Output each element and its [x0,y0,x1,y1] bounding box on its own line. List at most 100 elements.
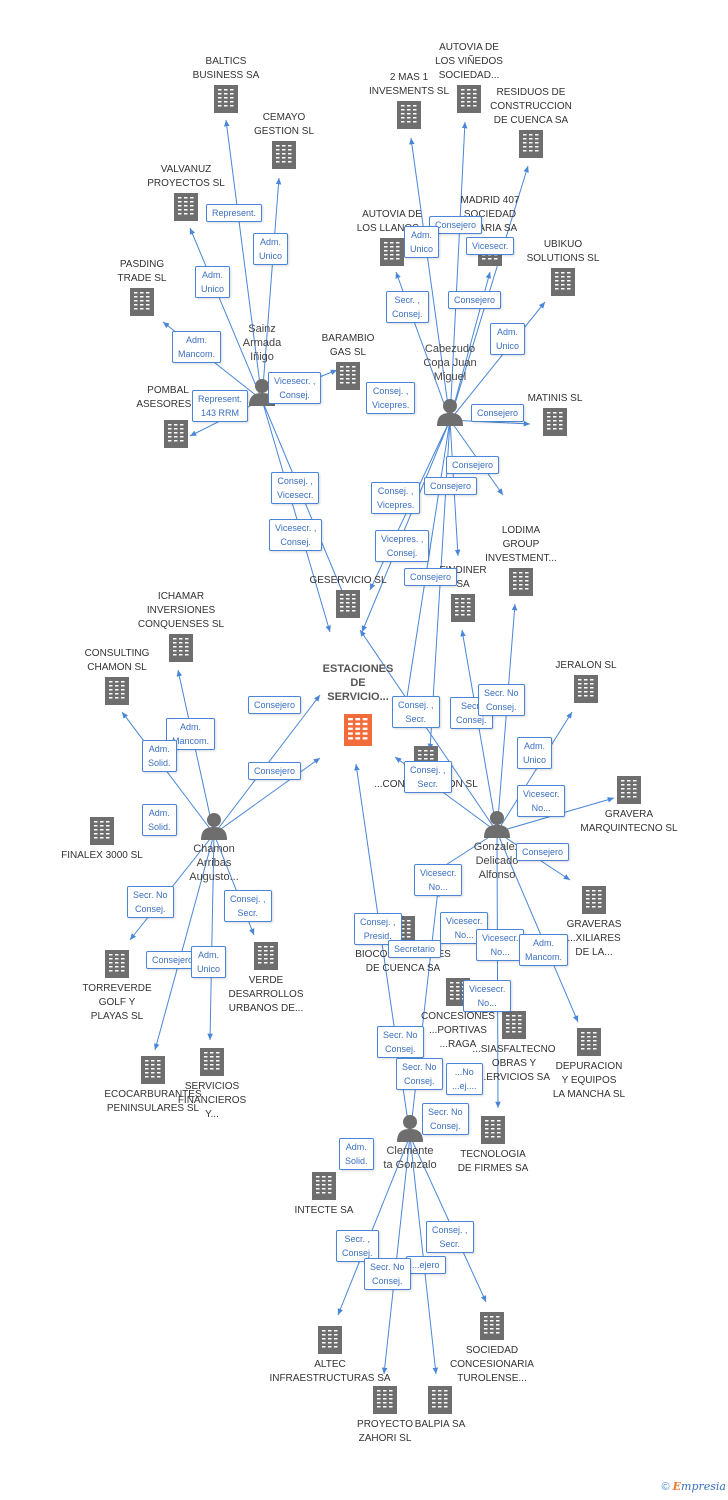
person-label-sainz[interactable]: Sainz Armada Iñigo [242,323,282,363]
building-icon[interactable] [480,1312,504,1345]
relation-role-badge[interactable]: Consej. , Vicepres. [371,482,421,514]
building-icon[interactable] [336,590,360,623]
relation-role-badge[interactable]: Consejero [516,843,570,861]
relation-role-badge[interactable]: ...ejero [406,1256,446,1274]
relation-role-badge[interactable]: Adm. Unico [490,323,526,355]
building-icon[interactable] [428,1386,452,1419]
relation-role-badge[interactable]: Adm. Solid. [142,740,177,772]
company-label-valvanuz[interactable]: VALVANUZ PROYECTOS SL [147,164,225,189]
relation-role-badge[interactable]: Adm. Unico [253,233,289,265]
main-company-building-icon[interactable] [344,714,372,751]
company-label-asfaltecno[interactable]: ...SIASFALTECNO OBRAS Y ...ERVICIOS SA [472,1044,556,1083]
relation-role-badge[interactable]: Consejero [404,568,458,586]
relation-role-badge[interactable]: Consejero [248,762,302,780]
building-icon[interactable] [543,408,567,441]
company-label-proyecto[interactable]: PROYECTO ZAHORI SL [357,1419,413,1444]
relation-role-badge[interactable]: Vicesecr. No... [517,785,566,817]
relation-role-badge[interactable]: Consejero [446,456,500,474]
relation-role-badge[interactable]: Adm. Unico [195,266,231,298]
company-label-pombal[interactable]: POMBAL ASESORES... [136,385,200,410]
relation-role-badge[interactable]: Adm. Unico [517,737,553,769]
building-icon[interactable] [169,634,193,667]
company-label-verde[interactable]: VERDE DESARROLLOS URBANOS DE... [228,975,304,1014]
relation-role-badge[interactable]: ...No ...ej.... [446,1063,483,1095]
relation-role-badge[interactable]: Adm. Solid. [339,1138,374,1170]
relation-role-badge[interactable]: Vicepres. , Consej. [375,530,430,562]
relation-role-badge[interactable]: Adm. Mancom. [519,934,569,966]
relation-role-badge[interactable]: Consejero [424,477,478,495]
company-label-tecnologia[interactable]: TECNOLOGIA DE FIRMES SA [457,1149,529,1174]
company-label-graveras[interactable]: GRAVERAS ...XILIARES DE LA... [566,919,622,958]
building-icon[interactable] [451,594,475,627]
company-label-concesiones[interactable]: CONCESIONES ...PORTIVAS ...RAGA [421,1011,495,1050]
company-label-torreverde[interactable]: TORREVERDE GOLF Y PLAYAS SL [82,983,152,1022]
company-label-dosmas[interactable]: 2 MAS 1 INVESMENTS SL [368,72,450,97]
company-label-depuracion[interactable]: DEPURACION Y EQUIPOS LA MANCHA SL [552,1061,626,1100]
relation-role-badge[interactable]: Secr. No Consej. [127,886,174,918]
person-icon[interactable] [482,810,512,843]
building-icon[interactable] [105,950,129,983]
relation-role-badge[interactable]: Consej. , Secr. [426,1221,474,1253]
company-label-ichamar[interactable]: ICHAMAR INVERSIONES CONQUENSES SL [137,591,225,630]
relation-role-badge[interactable]: Secr. No Consej. [377,1026,424,1058]
relation-role-badge[interactable]: Secr. No Consej. [478,684,525,716]
company-label-residuos[interactable]: RESIDUOS DE CONSTRUCCION DE CUENCA SA [490,87,572,126]
company-label-pasding[interactable]: PASDING TRADE SL [117,259,167,284]
relation-role-badge[interactable]: Secr. No Consej. [396,1058,443,1090]
company-label-baltics[interactable]: BALTICS BUSINESS SA [192,56,260,81]
relation-role-badge[interactable]: Consej. , Secr. [224,890,272,922]
company-label-cemayo[interactable]: CEMAYO GESTION SL [253,112,315,137]
relation-role-badge[interactable]: Secr. , Consej. [336,1230,379,1262]
building-icon[interactable] [574,675,598,708]
building-icon[interactable] [141,1056,165,1089]
building-icon[interactable] [174,193,198,226]
building-icon[interactable] [200,1048,224,1081]
company-label-ubikuo[interactable]: UBIKUO SOLUTIONS SL [526,239,600,264]
building-icon[interactable] [90,817,114,850]
company-label-intecte[interactable]: INTECTE SA [294,1205,354,1216]
relation-role-badge[interactable]: Adm. Unico [404,226,440,258]
relation-role-badge[interactable]: Represent. 143 RRM [192,390,249,422]
relation-role-badge[interactable]: Adm. Unico [191,946,227,978]
building-icon[interactable] [254,942,278,975]
company-label-geservicio[interactable]: GESERVICIO SL [309,575,387,586]
company-label-finalex[interactable]: FINALEX 3000 SL [61,850,143,861]
relation-role-badge[interactable]: Consej. , Presid. [354,913,402,945]
company-label-gravera[interactable]: GRAVERA MARQUINTECNO SL [580,809,678,834]
relation-role-badge[interactable]: Consej. , Secr. [392,696,440,728]
company-label-ecocarburantes[interactable]: ECOCARBURANTES PENINSULARES SL [104,1089,202,1114]
company-label-sociedad[interactable]: SOCIEDAD CONCESIONARIA TUROLENSE... [450,1345,534,1384]
relation-role-badge[interactable]: Secretario [388,940,442,958]
relation-role-badge[interactable]: Consej. , Vicesecr. [271,472,320,504]
person-icon[interactable] [395,1114,425,1147]
building-icon[interactable] [519,130,543,163]
relation-role-badge[interactable]: Consej. , Secr. [404,761,452,793]
relation-role-badge[interactable]: Vicesecr. No... [463,980,512,1012]
main-company-label[interactable]: ESTACIONES DE SERVICIO... [322,663,394,703]
person-icon[interactable] [199,812,229,845]
relation-role-badge[interactable]: Vicesecr. , Consej. [269,519,323,551]
building-icon[interactable] [502,1011,526,1044]
building-icon[interactable] [481,1116,505,1149]
person-label-chamon[interactable]: Chamon Arribas Augusto... [189,843,239,883]
building-icon[interactable] [105,677,129,710]
empresia-brand[interactable]: © Empresia [661,1480,726,1493]
building-icon[interactable] [164,420,188,453]
company-label-autovia_llanos[interactable]: AUTOVIA DE LOS LLANOS... [356,209,428,234]
building-icon[interactable] [551,268,575,301]
relation-role-badge[interactable]: Consej. , Vicepres. [366,382,416,414]
relation-role-badge[interactable]: Secr. No Consej. [364,1258,411,1290]
person-label-clemente[interactable]: Clemente ta Gonzalo [383,1145,437,1171]
relation-role-badge[interactable]: Vicesecr. [466,237,515,255]
person-label-cabezudo[interactable]: Cabezudo Copa Juan Miguel [423,343,477,383]
building-icon[interactable] [457,85,481,118]
relation-role-badge[interactable]: Consejero [448,291,502,309]
relation-role-badge[interactable]: Adm. Mancom. [172,331,222,363]
building-icon[interactable] [509,568,533,601]
relation-role-badge[interactable]: Secr. No Consej. [422,1103,469,1135]
relation-role-badge[interactable]: Consejero [471,404,525,422]
building-icon[interactable] [397,101,421,134]
building-icon[interactable] [373,1386,397,1419]
company-label-autovia_vinedos[interactable]: AUTOVIA DE LOS VIÑEDOS SOCIEDAD... [435,42,503,81]
person-label-gonzalez[interactable]: Gonzalez Delicado Alfonso [473,841,521,881]
